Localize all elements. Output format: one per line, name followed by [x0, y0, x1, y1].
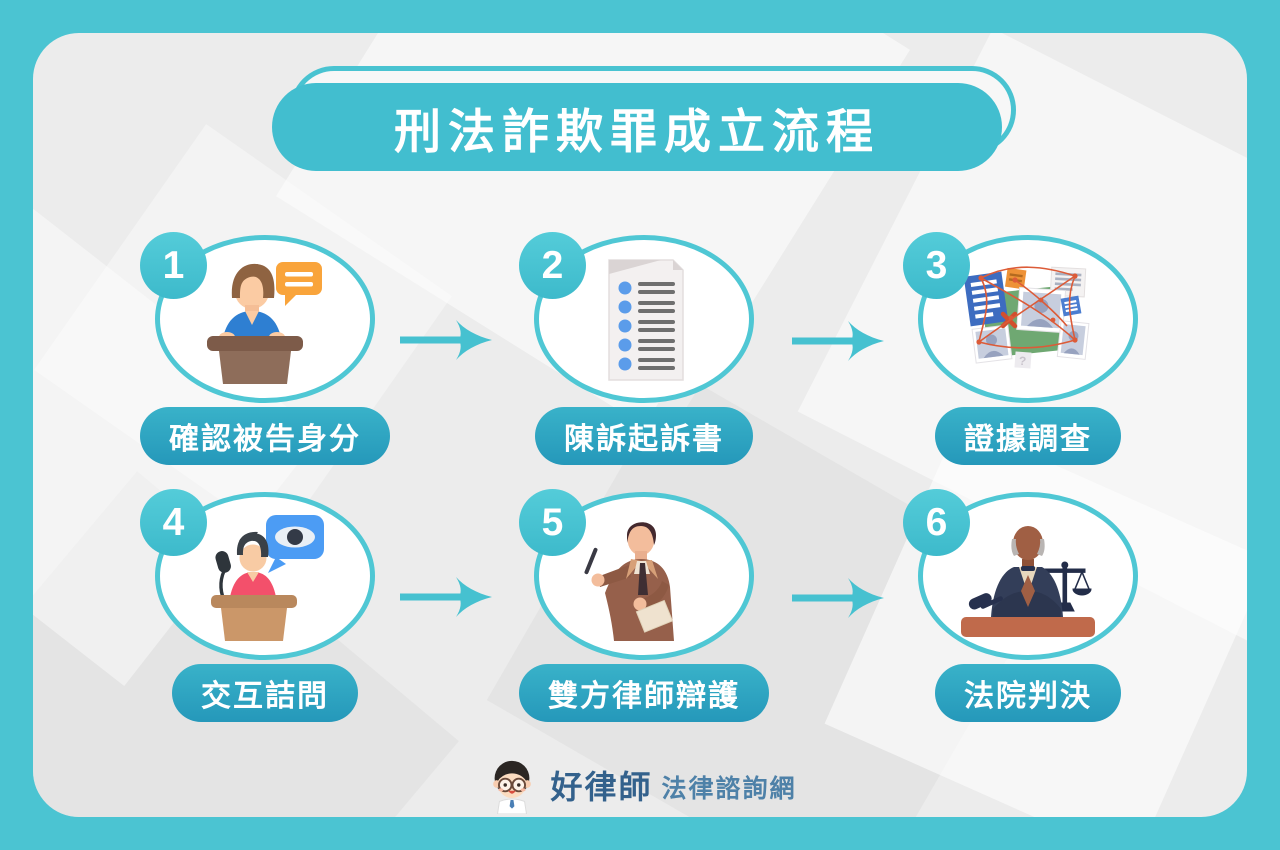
step-3-illustration-circle: ?	[918, 235, 1138, 403]
brand-suffix: 法律諮詢網	[661, 775, 797, 803]
step-cross-examination: 4 交互詰問	[140, 489, 375, 724]
step-label: 法院判決	[935, 664, 1121, 722]
evidence-board-icon: ?	[963, 266, 1090, 369]
step-court-verdict: 6 法院判決	[903, 489, 1138, 724]
step-number-badge: 6	[903, 489, 970, 556]
step-confirm-defendant-identity: 1 確認被告身分	[140, 232, 390, 467]
step-label: 陳訴起訴書	[535, 407, 753, 465]
step-evidence-investigation: ? 3 證據調查	[903, 232, 1138, 467]
footer-brand: 好律師 法律諮詢網	[0, 750, 1280, 816]
step-1-illustration-circle	[155, 235, 375, 403]
step-number-badge: 5	[519, 489, 586, 556]
step-label: 雙方律師辯護	[519, 664, 769, 722]
flow-arrow-icon	[400, 577, 492, 617]
flow-arrow-icon	[792, 321, 884, 361]
flow-arrow-icon	[792, 578, 884, 618]
step-number-badge: 3	[903, 232, 970, 299]
defendant-at-podium-icon	[207, 262, 322, 384]
judge-verdict-icon	[961, 526, 1095, 637]
flow-arrow-icon	[400, 320, 492, 360]
step-label: 確認被告身分	[140, 407, 390, 465]
lawyer-defense-icon	[584, 522, 674, 641]
step-label: 證據調查	[935, 407, 1121, 465]
step-5-illustration-circle	[534, 492, 754, 660]
svg-text:?: ?	[1018, 354, 1026, 368]
step-indictment-statement: 2 陳訴起訴書	[519, 232, 754, 467]
indictment-document-icon	[608, 259, 684, 381]
title-banner: 刑法詐欺罪成立流程	[272, 66, 1020, 172]
step-number-badge: 1	[140, 232, 207, 299]
step-label: 交互詰問	[172, 664, 358, 722]
step-6-illustration-circle	[918, 492, 1138, 660]
boy-with-glasses-icon	[493, 760, 532, 814]
step-number-badge: 2	[519, 232, 586, 299]
step-lawyers-defense: 5 雙方律師辯護	[519, 489, 769, 724]
page-title: 刑法詐欺罪成立流程	[272, 83, 1002, 171]
step-number-badge: 4	[140, 489, 207, 556]
brand-name: 好律師	[550, 769, 653, 805]
witness-examination-icon	[211, 515, 324, 641]
